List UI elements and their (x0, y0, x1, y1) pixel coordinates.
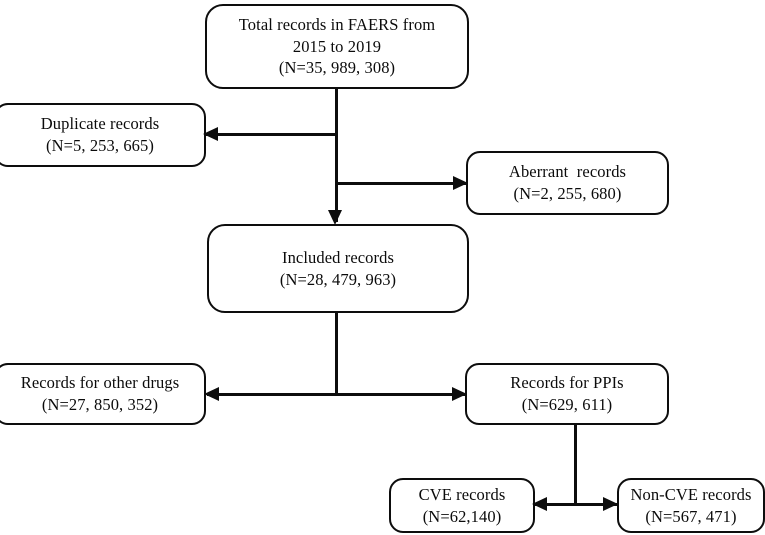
connector-included-split-trunk (335, 312, 338, 395)
arrowhead-into-non-cve-records (603, 497, 618, 511)
aberrant-records-count: (N=2, 255, 680) (513, 184, 622, 203)
included-records-count: (N=28, 479, 963) (279, 269, 397, 289)
arrowhead-into-aberrant-records (453, 176, 468, 190)
arrowhead-into-other-drugs-records (204, 387, 219, 401)
aberrant-records-label: Aberrant records (508, 162, 627, 182)
cve-records-count: (N=62,140) (422, 506, 502, 526)
arrowhead-into-included-records (328, 210, 342, 225)
included-records-box: Included records (N=28, 479, 963) (207, 224, 469, 313)
arrowhead-into-duplicate-records (203, 127, 218, 141)
arrowhead-into-cve-records (532, 497, 547, 511)
total-records-line-2: 2015 to 2019 (292, 36, 382, 56)
connector-to-duplicate-records (206, 133, 337, 136)
other-drugs-records-label: Records for other drugs (20, 373, 180, 393)
connector-total-to-included-trunk (335, 88, 338, 222)
other-drugs-records-count: (N=27, 850, 352) (41, 395, 159, 414)
included-records-label: Included records (281, 247, 394, 267)
duplicate-records-label: Duplicate records (40, 114, 160, 134)
connector-included-split-bar (207, 393, 467, 396)
arrowhead-into-ppi-records (452, 387, 467, 401)
cve-records-box: CVE records (N=62,140) (389, 478, 535, 533)
duplicate-records-count: (N=5, 253, 665) (46, 136, 154, 155)
other-drugs-records-box: Records for other drugs (N=27, 850, 352) (0, 363, 206, 425)
cve-records-label: CVE records (418, 484, 506, 504)
duplicate-records-box: Duplicate records (N=5, 253, 665) (0, 103, 206, 167)
non-cve-records-box: Non-CVE records (N=567, 471) (617, 478, 765, 533)
connector-to-aberrant-records (336, 182, 468, 185)
non-cve-records-count: (N=567, 471) (645, 506, 737, 526)
connector-ppi-split-trunk (574, 424, 577, 505)
non-cve-records-label: Non-CVE records (630, 484, 752, 504)
total-records-count: (N=35, 989, 308) (278, 58, 396, 78)
aberrant-records-box: Aberrant records (N=2, 255, 680) (466, 151, 669, 215)
total-records-line-1: Total records in FAERS from (238, 14, 436, 34)
ppi-records-box: Records for PPIs (N=629, 611) (465, 363, 669, 425)
total-records-box: Total records in FAERS from 2015 to 2019… (205, 4, 469, 89)
connector-ppi-split-bar (534, 503, 618, 506)
ppi-records-label: Records for PPIs (510, 373, 624, 393)
ppi-records-count: (N=629, 611) (521, 395, 613, 414)
